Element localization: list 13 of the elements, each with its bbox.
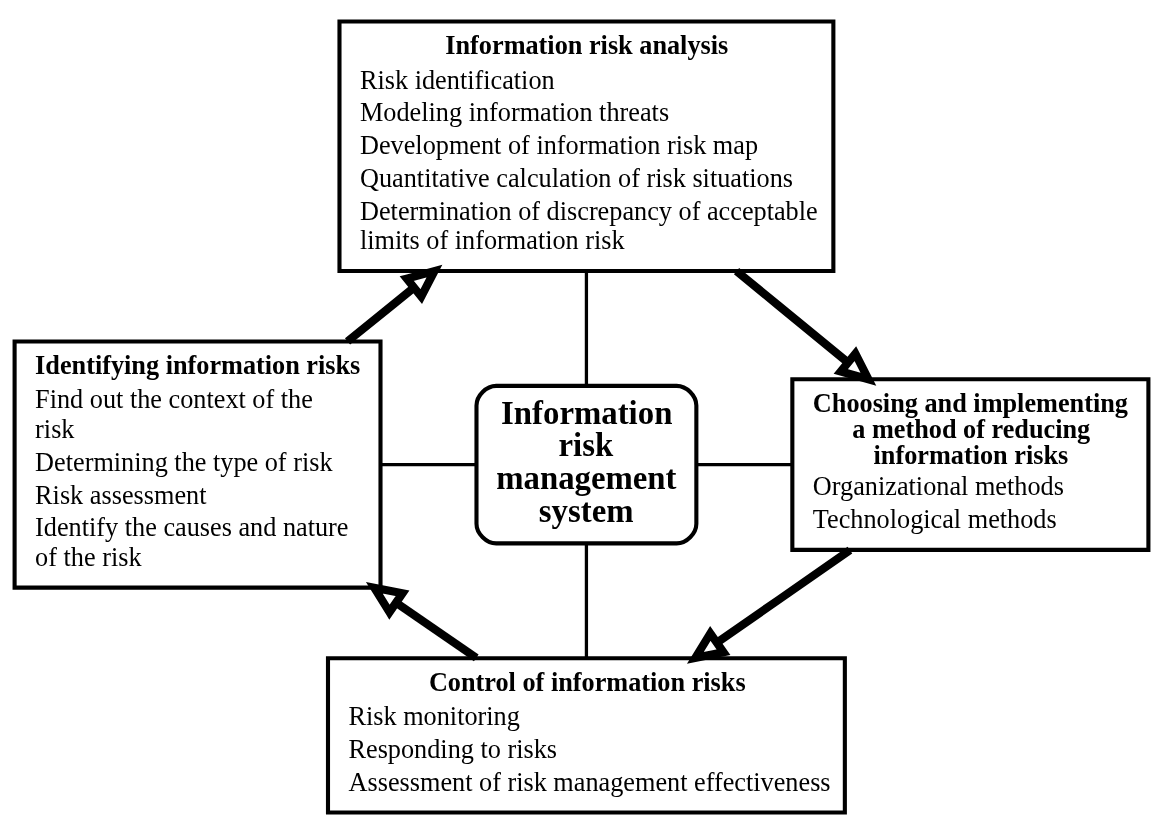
connector: [380, 462, 477, 467]
connector: [696, 462, 792, 467]
arrow: [344, 264, 443, 345]
arrow: [686, 546, 853, 664]
node-box: Identifying information risks Find out the context of the risk Determining the type of risk Risk assessment Identify the causes and nature of the risk: [12, 339, 383, 590]
connector: [584, 543, 589, 658]
node-box: Control of information risks Risk monitoring Responding to risks Assessment of risk management effectiveness: [325, 656, 847, 815]
arrow: [733, 267, 877, 386]
connector: [584, 271, 589, 386]
arrow: [365, 582, 479, 662]
node-box: Information risk analysis Risk identification Modeling information threats Development of information risk map Quantitative calculation of risk situations Determination of discrepancy of acceptable limits of information risk: [337, 19, 836, 274]
node-box: Information risk management system: [474, 383, 699, 546]
node-box: Choosing and implementing a method of reducing information risks Organizational methods Technological methods: [790, 377, 1151, 552]
